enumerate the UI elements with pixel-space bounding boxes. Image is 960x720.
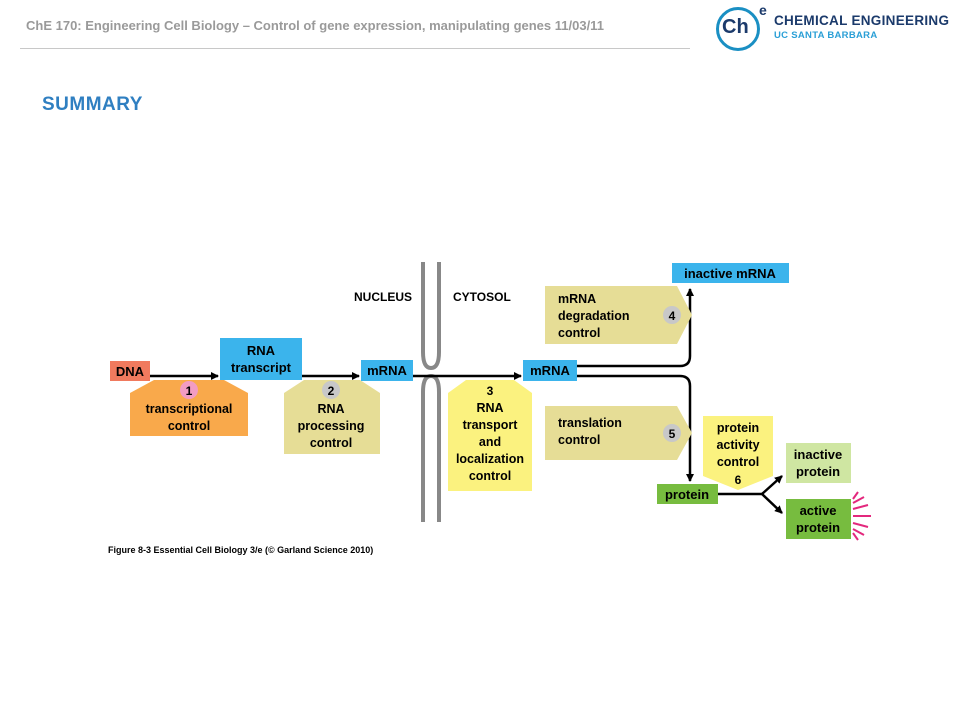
control-label-line: localization [456, 452, 524, 466]
active-protein-label-line: active [800, 503, 837, 518]
control-number: 5 [669, 427, 676, 441]
nucleus-label: NUCLEUS [354, 290, 412, 304]
logo-superscript: e [759, 2, 767, 18]
nuclear-envelope [421, 262, 441, 522]
logo-ring [716, 7, 760, 51]
logo-department-name: CHEMICAL ENGINEERING [774, 13, 950, 28]
control-label-line: and [479, 435, 501, 449]
rna-transcript-label-line: RNA [247, 343, 276, 358]
control-label-line: activity [716, 438, 759, 452]
control-label-line: control [558, 326, 600, 340]
control-number: 6 [735, 473, 742, 487]
control-number: 4 [669, 309, 676, 323]
flow-arrows [150, 288, 783, 514]
control-2-rna-processing: 2 RNA processing control [284, 380, 380, 454]
control-label-line: RNA [317, 402, 344, 416]
control-label-line: control [168, 419, 210, 433]
control-label-line: control [469, 469, 511, 483]
control-number: 2 [328, 384, 335, 398]
control-3-rna-transport: 3 RNA transport and localization control [448, 380, 532, 491]
inactive-protein-label-line: inactive [794, 447, 842, 462]
control-label-line: control [717, 455, 759, 469]
active-protein-node: active protein [786, 491, 871, 541]
inactive-protein-node: inactive protein [786, 443, 851, 483]
cytosol-label: CYTOSOL [453, 290, 511, 304]
control-label-line: degradation [558, 309, 630, 323]
rna-transcript-node: RNA transcript [220, 338, 302, 380]
header-divider [20, 48, 690, 49]
dna-node: DNA [110, 361, 150, 381]
rna-transcript-label-line: transcript [231, 360, 292, 375]
logo-mark: Ch [722, 16, 749, 38]
control-label-line: control [310, 436, 352, 450]
protein-node: protein [657, 484, 718, 504]
control-5-translation: 5 translation control [545, 406, 692, 460]
active-protein-label-line: protein [796, 520, 840, 535]
control-label-line: RNA [476, 401, 503, 415]
mrna-cytosol-label: mRNA [530, 363, 570, 378]
dna-label: DNA [116, 364, 145, 379]
activity-burst-icon [852, 491, 871, 541]
control-label-line: control [558, 433, 600, 447]
control-4-mrna-degradation: 4 mRNA degradation control [545, 286, 692, 344]
control-label-line: transport [463, 418, 519, 432]
mrna-cytosol-node: mRNA [523, 360, 577, 381]
control-label-line: translation [558, 416, 622, 430]
control-6-protein-activity: protein activity control 6 [703, 416, 773, 490]
protein-label: protein [665, 487, 709, 502]
inactive-mrna-node: inactive mRNA [672, 263, 789, 283]
figure-caption: Figure 8-3 Essential Cell Biology 3/e (©… [108, 545, 373, 555]
control-number: 3 [487, 384, 494, 398]
che-ucsb-logo: Ch e CHEMICAL ENGINEERING UC SANTA BARBA… [712, 2, 956, 52]
slide-heading: SUMMARY [42, 94, 143, 115]
control-label-line: transcriptional [146, 402, 233, 416]
logo-university-name: UC SANTA BARBARA [774, 30, 878, 41]
mrna-nucleus-label: mRNA [367, 363, 407, 378]
mrna-nucleus-node: mRNA [361, 360, 413, 381]
inactive-mrna-label: inactive mRNA [684, 266, 776, 281]
control-label-line: processing [298, 419, 365, 433]
control-number: 1 [186, 384, 193, 398]
control-label-line: protein [717, 421, 759, 435]
inactive-protein-label-line: protein [796, 464, 840, 479]
control-label-line: mRNA [558, 292, 596, 306]
control-1-transcriptional: 1 transcriptional control [130, 380, 248, 436]
slide-header-title: ChE 170: Engineering Cell Biology – Cont… [26, 18, 604, 33]
